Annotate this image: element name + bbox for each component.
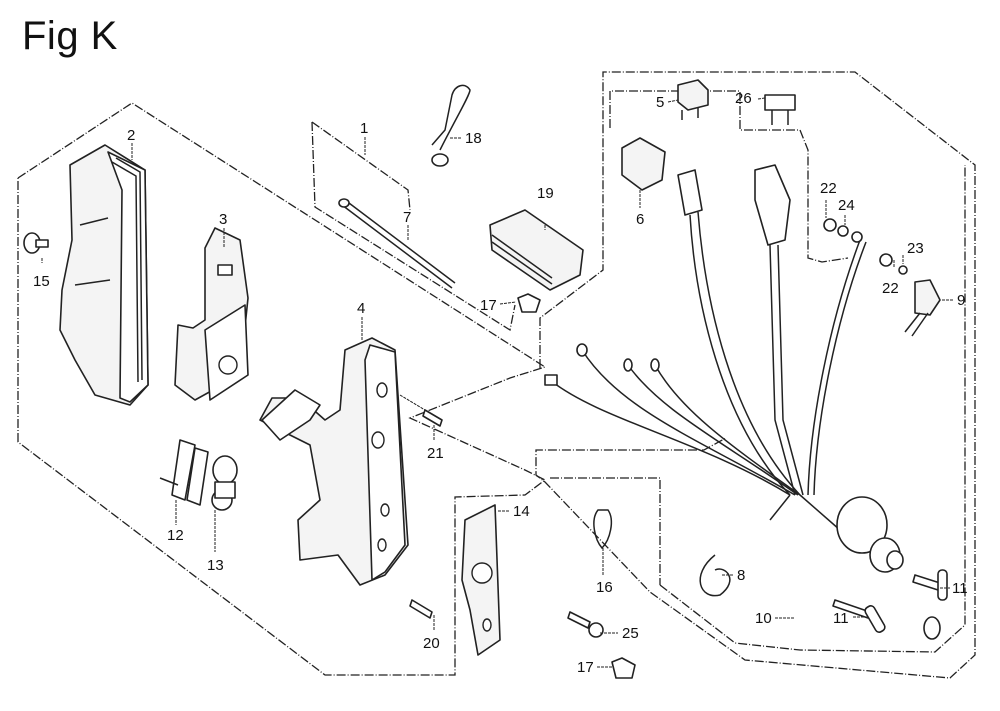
callout-11a: 11 <box>833 610 849 627</box>
callout-18: 18 <box>465 130 482 147</box>
callout-16: 16 <box>596 579 613 596</box>
screw-21 <box>399 394 443 427</box>
callout-4: 4 <box>357 300 365 317</box>
screw-20 <box>409 599 433 619</box>
callout-20: 20 <box>423 635 440 652</box>
breaker-12 <box>159 439 209 506</box>
ignition-switch-10 <box>836 496 904 573</box>
clamp-17-upper <box>517 293 541 313</box>
regulator-9 <box>904 279 941 337</box>
callout-17b: 17 <box>577 659 594 676</box>
switch-13 <box>211 455 238 511</box>
group-frame-harness <box>535 71 976 679</box>
callout-9: 9 <box>957 292 965 309</box>
fuse-26 <box>764 94 796 125</box>
group-frame-plate <box>550 477 661 585</box>
callout-6: 6 <box>636 211 644 228</box>
callout-19: 19 <box>537 185 554 202</box>
callout-1: 1 <box>360 120 368 137</box>
relay-socket-6 <box>621 137 666 191</box>
nut-washer-set <box>823 218 908 275</box>
group-frame-relay <box>609 90 849 263</box>
callout-17a: 17 <box>480 297 497 314</box>
keys-11 <box>832 569 948 640</box>
callout-8: 8 <box>737 567 745 584</box>
screw-25 <box>567 611 604 638</box>
callout-13: 13 <box>207 557 224 574</box>
callout-14: 14 <box>513 503 530 520</box>
callout-21: 21 <box>427 445 444 462</box>
group-frame-cable-inner <box>311 121 411 211</box>
callout-22a: 22 <box>820 180 837 197</box>
group-frame-cable <box>311 121 516 332</box>
group-frame-left <box>17 102 547 676</box>
callout-7: 7 <box>403 209 411 226</box>
callout-11b: 11 <box>952 580 968 597</box>
plate-14 <box>461 504 501 656</box>
battery-box-19 <box>489 209 584 291</box>
hook-18 <box>431 84 471 167</box>
wire-harness-10 <box>544 164 867 531</box>
callout-10: 10 <box>755 610 772 627</box>
callout-24: 24 <box>838 197 855 214</box>
callout-12: 12 <box>167 527 184 544</box>
callout-22b: 22 <box>882 280 899 297</box>
screw-15 <box>23 232 49 254</box>
band-16 <box>593 509 613 550</box>
callout-3: 3 <box>219 211 227 228</box>
cable-7 <box>338 198 456 289</box>
clamp-17-lower <box>611 657 636 679</box>
group-frame-key <box>659 165 966 653</box>
callout-25: 25 <box>622 625 639 642</box>
control-panel <box>259 337 409 586</box>
callout-26: 26 <box>735 90 752 107</box>
panel-cover <box>59 144 149 406</box>
callout-15: 15 <box>33 273 50 290</box>
callout-2: 2 <box>127 127 135 144</box>
relay-5 <box>677 79 709 120</box>
bracket <box>174 227 249 401</box>
callout-5: 5 <box>656 94 664 111</box>
clip-8 <box>699 554 731 597</box>
callout-23: 23 <box>907 240 924 257</box>
figure-title: Fig K <box>22 14 118 58</box>
